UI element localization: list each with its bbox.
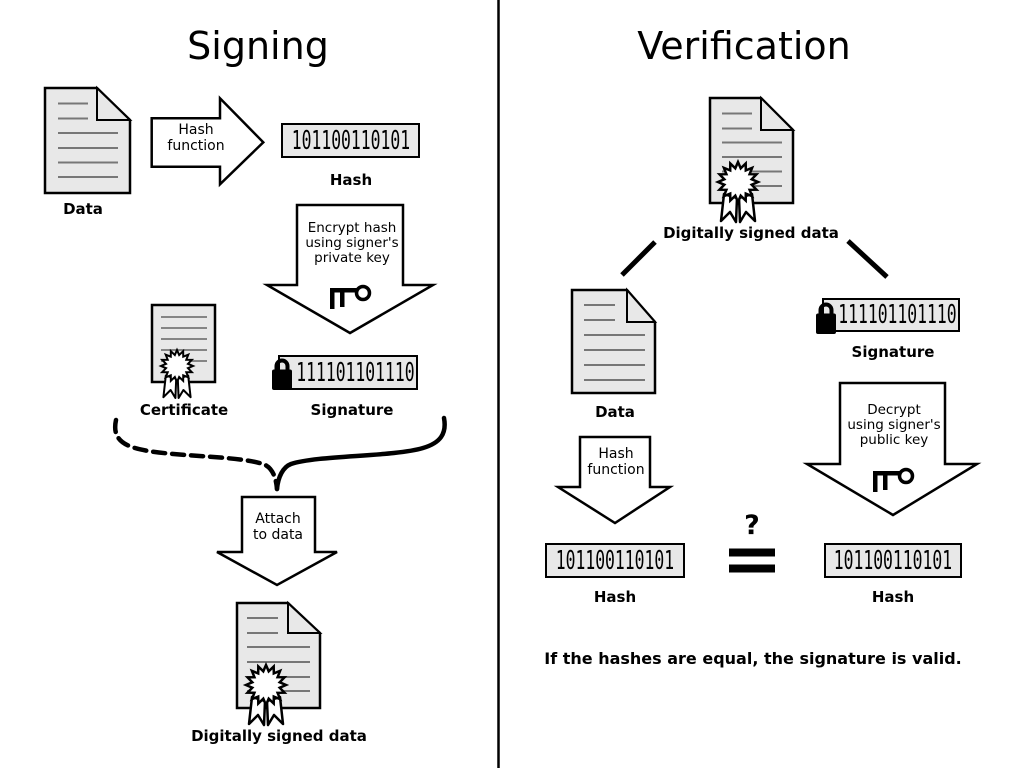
folded-corner [96,85,133,121]
seal-icon [242,661,290,727]
hash-value: 101100110101 [833,545,953,576]
signed-document-icon [235,600,323,727]
data-label: Data [595,403,635,421]
hash-value-box-verification-left: 101100110101 [545,543,685,578]
folded-corner [760,95,796,131]
merge-brace-solid [274,415,447,492]
connector-line-right [846,239,889,279]
signing-title: Signing [187,24,329,68]
signature-value: 111101101110 [296,357,415,388]
hash-value: 101100110101 [291,125,410,156]
question-mark: ? [744,510,760,541]
hash-value-box-signing: 101100110101 [281,123,420,158]
signature-label: Signature [851,343,935,361]
hash-label: Hash [329,171,373,189]
merge-brace-dashed [113,417,280,492]
signed-document-icon [708,95,796,224]
lock-icon [272,358,292,390]
folded-corner [287,600,323,634]
data-label: Data [63,200,103,218]
hash-function-arrow-text: Hash function [587,446,645,478]
equals-sign [729,548,775,573]
hash-value-box-verification-right: 101100110101 [824,543,962,578]
hash-function-arrow-text: Hash function [167,122,225,154]
public-key-icon [873,467,915,492]
seal-icon [714,158,762,224]
signature-label: Signature [310,401,394,419]
connector-line-left [620,240,657,277]
hash-value: 101100110101 [555,545,675,576]
signature-value-box-signing: 111101101110 [272,355,418,390]
folded-corner [626,287,658,323]
seal-icon [158,347,196,400]
encrypt-arrow-text: Encrypt hash using signer's private key [305,220,399,266]
signed-data-label: Digitally signed data [191,727,367,745]
lock-icon [816,302,836,334]
signature-value: 111101101110 [838,300,957,330]
certificate-icon [150,303,217,400]
data-document-icon [43,85,133,195]
signature-value-box-verification: 111101101110 [816,298,960,334]
private-key-icon [330,284,372,309]
decrypt-arrow-text: Decrypt using signer's public key [847,402,941,448]
signed-data-label: Digitally signed data [663,224,839,242]
hash-label: Hash [871,588,915,606]
hash-label: Hash [593,588,637,606]
verification-title: Verification [637,24,851,68]
certificate-label: Certificate [139,401,229,419]
attach-arrow-text: Attach to data [252,511,304,543]
data-document-icon [570,287,658,395]
conclusion-text: If the hashes are equal, the signature i… [544,649,962,668]
